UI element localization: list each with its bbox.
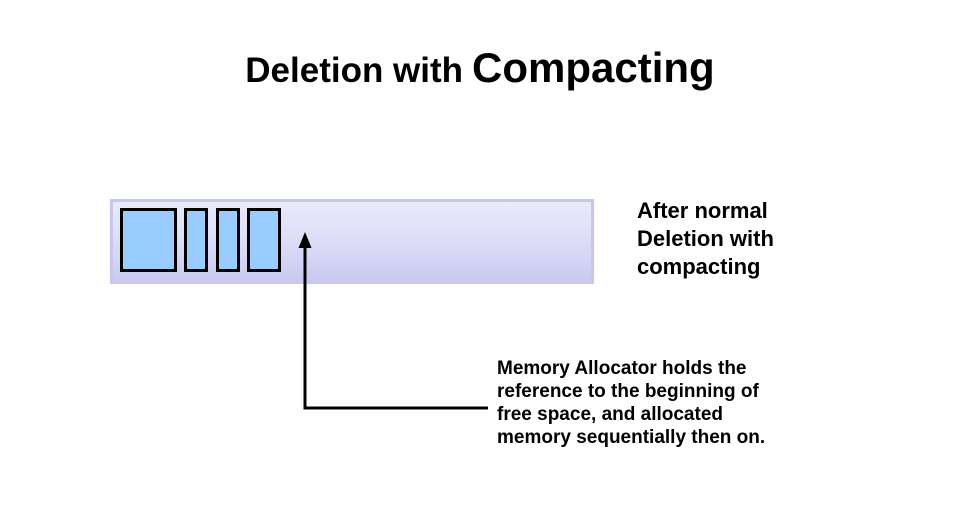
slide-title-regular: Deletion with xyxy=(245,51,464,90)
slide-title-emphasis: Compacting xyxy=(472,44,715,91)
allocated-block xyxy=(247,208,281,272)
annotation-line: memory sequentially then on. xyxy=(497,427,766,448)
memory-bar xyxy=(110,199,594,284)
allocated-block xyxy=(216,208,240,272)
annotation-line: free space, and allocated xyxy=(497,404,723,425)
allocated-block xyxy=(184,208,208,272)
side-label-line: After normal xyxy=(637,198,768,223)
side-label-line: Deletion with xyxy=(637,226,774,251)
annotation-line: reference to the beginning of xyxy=(497,381,759,402)
arrow-head xyxy=(298,232,312,248)
arrow-line xyxy=(303,246,488,410)
allocated-block xyxy=(120,208,177,272)
side-label-line: compacting xyxy=(637,254,761,279)
annotation-line: Memory Allocator holds the xyxy=(497,358,747,379)
free-space-pointer-arrow-icon xyxy=(298,232,488,410)
annotation-text: Memory Allocator holds the reference to … xyxy=(497,357,765,449)
side-label: After normal Deletion with compacting xyxy=(637,197,774,281)
